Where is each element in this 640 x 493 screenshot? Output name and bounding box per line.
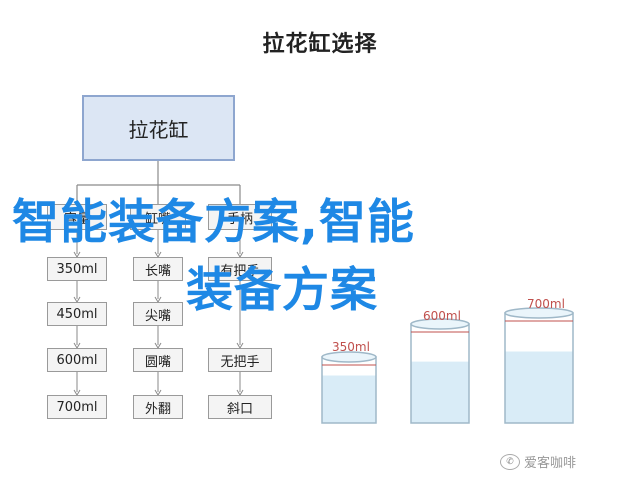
cup-water-1	[411, 361, 469, 423]
watermark-line-1: 智能装备方案,智能	[12, 195, 415, 250]
diagram-title: 拉花缸选择	[262, 31, 378, 57]
option-handle-without: 无把手	[208, 348, 272, 372]
credit: ✆ 爱客咖啡	[500, 452, 576, 471]
cup-water-0	[322, 375, 376, 423]
category-handle: 手柄	[208, 204, 272, 230]
option-handle-with: 有把手	[208, 257, 272, 281]
cup-label-350: 350ml	[332, 340, 370, 354]
cup-water-2	[505, 351, 573, 423]
option-spout-round: 圆嘴	[133, 348, 183, 372]
option-capacity-700: 700ml	[47, 395, 107, 419]
watermark-line-2: 装备方案	[186, 263, 378, 318]
cup-label-700: 700ml	[527, 297, 565, 311]
root-node: 拉花缸	[82, 95, 235, 161]
option-capacity-450: 450ml	[47, 302, 107, 326]
wechat-icon: ✆	[500, 453, 520, 470]
option-spout-long: 长嘴	[133, 257, 183, 281]
credit-text: 爱客咖啡	[524, 456, 577, 471]
option-capacity-600: 600ml	[47, 348, 107, 372]
cup-rim-1	[410, 318, 470, 330]
cup-label-600: 600ml	[423, 309, 461, 323]
option-capacity-350: 350ml	[47, 257, 107, 281]
option-spout-pointed: 尖嘴	[133, 302, 183, 326]
option-handle-slanted: 斜口	[208, 395, 272, 419]
category-capacity: 容量	[47, 204, 107, 230]
option-spout-flared: 外翻	[133, 395, 183, 419]
cup-rim-2	[504, 307, 574, 319]
cup-rim-0	[321, 351, 377, 363]
category-spout: 缸嘴	[130, 204, 186, 230]
